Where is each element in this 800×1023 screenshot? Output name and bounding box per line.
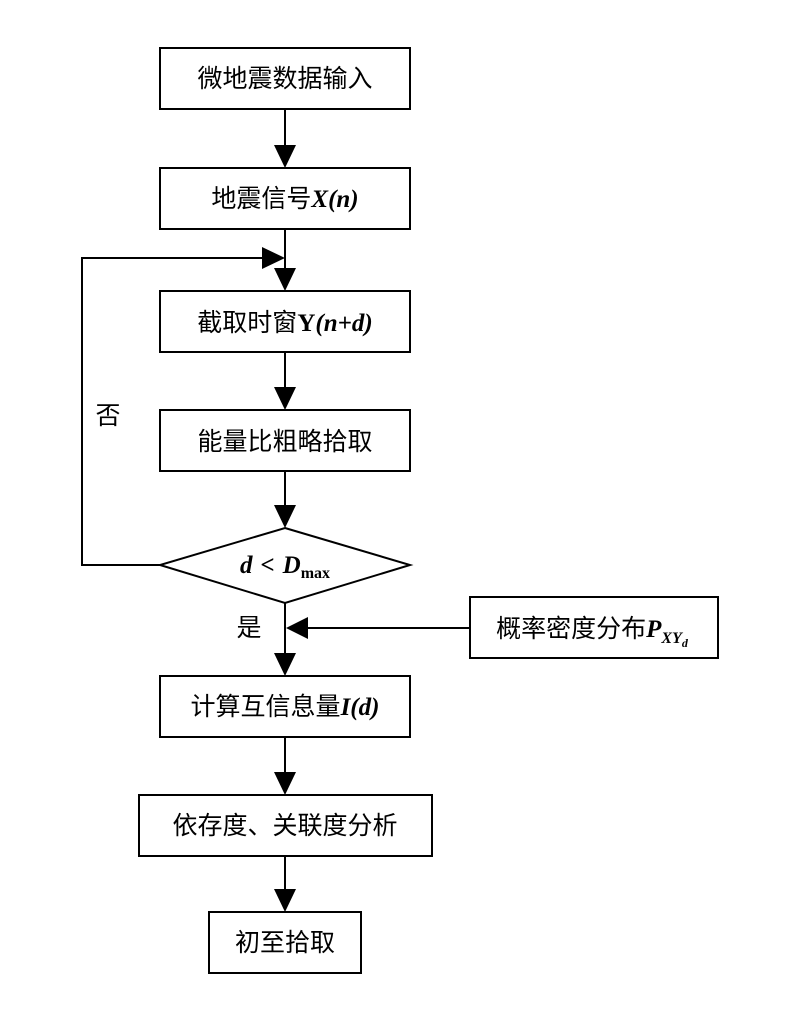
node-seismic-signal: 地震信号X(n) bbox=[159, 167, 411, 230]
label-no: 否 bbox=[95, 401, 120, 430]
arrowhead-input-to-signal bbox=[274, 145, 296, 168]
label-yes: 是 bbox=[236, 613, 261, 642]
node-decision: d < Dmax bbox=[156, 526, 414, 605]
arrowhead-mutual-to-analysis bbox=[274, 772, 296, 795]
arrowhead-analysis-to-first-arrival bbox=[274, 889, 296, 912]
arrowhead-loop-back bbox=[262, 247, 285, 269]
edge-loop-back bbox=[81, 257, 262, 566]
node-dependency-analysis: 依存度、关联度分析 bbox=[138, 794, 433, 857]
node-data-input-label: 微地震数据输入 bbox=[197, 64, 372, 93]
node-energy-ratio: 能量比粗略拾取 bbox=[159, 409, 411, 472]
node-probability-density: 概率密度分布PXYd bbox=[469, 596, 719, 659]
arrowhead-probability-to-main bbox=[286, 617, 308, 639]
node-decision-label: d < Dmax bbox=[240, 550, 330, 582]
node-first-arrival-picking-label: 初至拾取 bbox=[235, 928, 335, 957]
node-first-arrival-picking: 初至拾取 bbox=[208, 911, 362, 974]
node-data-input: 微地震数据输入 bbox=[159, 47, 411, 110]
node-energy-ratio-label: 能量比粗略拾取 bbox=[197, 427, 372, 456]
arrowhead-window-to-energy bbox=[274, 387, 296, 410]
arrowhead-energy-to-decision bbox=[274, 505, 296, 528]
node-probability-density-label: 概率密度分布PXYd bbox=[496, 614, 689, 650]
arrowhead-signal-to-window bbox=[274, 268, 296, 291]
node-time-window: 截取时窗Y(n+d) bbox=[159, 290, 411, 353]
node-seismic-signal-label: 地震信号X(n) bbox=[211, 184, 358, 213]
arrowhead-decision-to-mutual bbox=[274, 653, 296, 676]
node-dependency-analysis-label: 依存度、关联度分析 bbox=[172, 811, 397, 840]
node-time-window-label: 截取时窗Y(n+d) bbox=[197, 308, 372, 337]
node-mutual-information: 计算互信息量I(d) bbox=[159, 675, 411, 738]
node-mutual-information-label: 计算互信息量I(d) bbox=[191, 692, 380, 721]
